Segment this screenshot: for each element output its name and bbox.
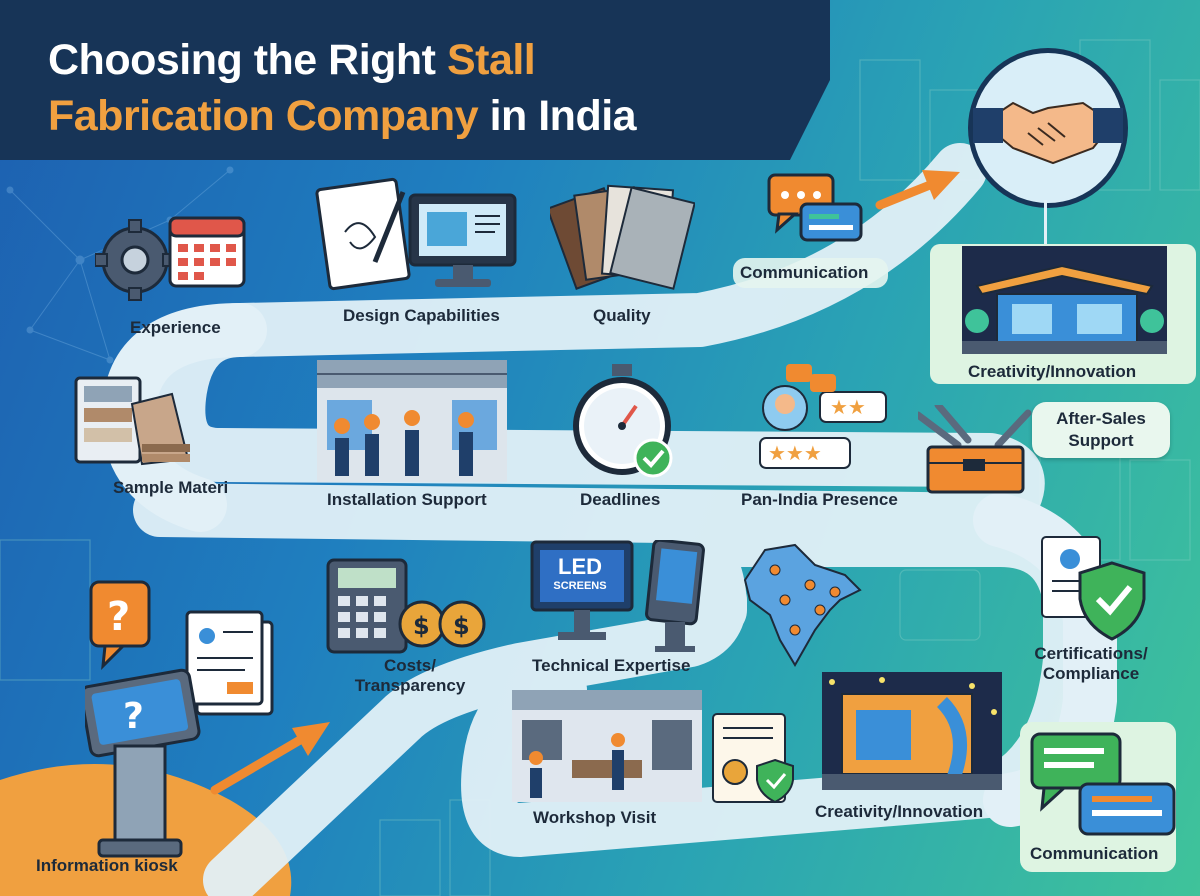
label-technical: Technical Expertise: [532, 656, 691, 675]
label-design: Design Capabilities: [343, 306, 500, 325]
booth-icon: [962, 246, 1167, 354]
workers-icon: [317, 360, 507, 482]
label-communication-top: Communication: [740, 263, 869, 282]
label-creativity-bottom: Creativity/Innovation: [815, 802, 984, 821]
india-map-icon: [743, 543, 862, 667]
led-line2: SCREENS: [553, 580, 607, 592]
workshop-icon: [512, 690, 702, 802]
label-after-sales: After-Sales Support: [1056, 409, 1146, 450]
label-workshop: Workshop Visit: [533, 808, 657, 827]
label-deadlines: Deadlines: [580, 490, 661, 509]
title-text-2: in India: [478, 92, 637, 140]
label-quality: Quality: [593, 306, 651, 325]
title-highlight: Stall: [446, 36, 536, 84]
gear-icon: [95, 219, 176, 301]
label-certifications: Certifications/ Compliance: [1034, 644, 1148, 683]
label-kiosk: Information kiosk: [36, 856, 178, 875]
communication-top-pill: [733, 258, 888, 288]
material-swatches-icon: [550, 184, 695, 290]
led-line1: LED: [558, 554, 602, 579]
svg-text:★★: ★★: [830, 395, 866, 419]
label-costs: Costs/ Transparency: [354, 656, 466, 695]
calendar-icon: [168, 216, 246, 288]
sketch-pad-icon: [315, 177, 411, 291]
sample-materials-icon: [74, 376, 190, 466]
after-sales-bubble: After-Sales Support: [1032, 402, 1170, 458]
svg-text:?: ?: [123, 696, 144, 737]
label-creativity-top: Creativity/Innovation: [968, 362, 1137, 381]
led-screen-icon: [530, 540, 705, 652]
title-panel: [0, 0, 830, 160]
label-pan-india: Pan-India Presence: [741, 490, 898, 509]
handshake-icon: [968, 48, 1128, 208]
connector-line: [1044, 200, 1047, 244]
review-stars-icon: ★★ ★★★: [759, 364, 887, 469]
led-screen-text: LED SCREENS: [542, 555, 618, 593]
page-title: Choosing the Right Stall Fabrication Com…: [48, 32, 637, 144]
label-sample: Sample Materi: [113, 478, 229, 497]
booth-bottom-icon: [822, 672, 1002, 790]
arrow-bottom-icon: [210, 722, 330, 795]
svg-text:?: ?: [107, 594, 130, 640]
toolbox-icon: [918, 405, 1032, 494]
certificate-icon: [712, 713, 794, 804]
title-highlight-2: Fabrication Company: [48, 92, 479, 140]
calculator-icon: [326, 558, 408, 654]
title-text: Choosing the Right: [48, 36, 447, 84]
money-bags-icon: $ $: [398, 600, 486, 648]
chat-bubbles-bottom-icon: [1030, 732, 1176, 836]
kiosk-icon: ? ?: [85, 580, 274, 858]
arrow-top-icon: [875, 170, 960, 210]
shield-check-icon: [1041, 536, 1146, 641]
svg-text:$: $: [453, 612, 470, 640]
label-communication-bottom: Communication: [1030, 844, 1159, 863]
svg-text:★★★: ★★★: [768, 441, 822, 465]
label-installation: Installation Support: [327, 490, 487, 509]
chat-bubbles-icon: [767, 173, 863, 242]
stopwatch-icon: [573, 364, 673, 478]
label-experience: Experience: [130, 318, 221, 337]
monitor-icon: [408, 193, 517, 287]
svg-text:$: $: [413, 612, 430, 640]
